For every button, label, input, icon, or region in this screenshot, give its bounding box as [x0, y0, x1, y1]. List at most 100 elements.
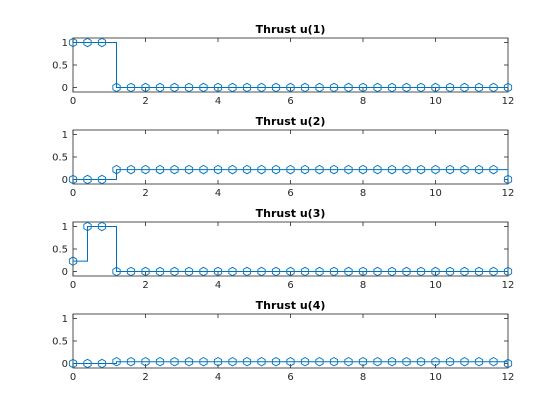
- data-point-marker: [184, 266, 194, 277]
- data-point-marker: [445, 266, 455, 277]
- data-point-marker: [126, 164, 136, 175]
- data-point-marker: [286, 82, 295, 93]
- data-point-marker: [242, 266, 252, 277]
- x-tick-label: 4: [215, 280, 221, 291]
- data-point-marker: [358, 164, 368, 175]
- x-tick-label: 0: [70, 372, 76, 383]
- data-point-marker: [257, 82, 266, 93]
- data-point-marker: [68, 37, 78, 48]
- x-tick-label: 6: [287, 96, 293, 107]
- data-point-marker: [315, 356, 324, 367]
- data-point-marker: [431, 82, 440, 93]
- data-point-marker: [184, 82, 194, 93]
- data-point-marker: [315, 82, 324, 93]
- data-point-marker: [416, 82, 426, 93]
- data-point-marker: [271, 356, 281, 367]
- data-point-marker: [503, 82, 513, 93]
- data-point-marker: [155, 356, 165, 367]
- data-point-marker: [344, 356, 353, 367]
- data-point-marker: [387, 266, 397, 277]
- subplot-title: Thrust u(3): [256, 207, 326, 220]
- data-point-marker: [460, 82, 469, 93]
- data-point-marker: [199, 82, 208, 93]
- data-point-marker: [300, 266, 310, 277]
- y-tick-label: 1: [62, 38, 68, 49]
- data-point-marker: [474, 164, 484, 175]
- data-point-marker: [242, 82, 252, 93]
- data-point-marker: [286, 356, 295, 367]
- data-point-marker: [184, 356, 194, 367]
- x-tick-label: 4: [215, 372, 221, 383]
- data-point-marker: [155, 164, 165, 175]
- data-point-marker: [68, 256, 78, 266]
- data-point-marker: [387, 356, 397, 367]
- data-point-marker: [431, 356, 440, 367]
- data-point-marker: [242, 356, 252, 367]
- y-tick-label: 1: [62, 222, 68, 233]
- x-tick-label: 6: [287, 372, 293, 383]
- series-line: [73, 42, 508, 88]
- data-point-marker: [402, 82, 411, 93]
- data-point-marker: [387, 164, 397, 175]
- x-tick-label: 4: [215, 188, 221, 199]
- data-point-marker: [126, 266, 136, 277]
- data-point-marker: [329, 164, 339, 175]
- data-point-marker: [329, 266, 339, 277]
- x-tick-label: 2: [142, 280, 148, 291]
- y-tick-label: 0.5: [52, 61, 68, 72]
- data-point-marker: [271, 164, 281, 175]
- data-point-marker: [68, 358, 78, 369]
- data-point-marker: [228, 82, 237, 93]
- series-line: [73, 169, 509, 180]
- data-point-marker: [474, 266, 484, 277]
- data-point-marker: [286, 266, 295, 277]
- axes-box: [72, 221, 509, 277]
- data-point-marker: [68, 174, 78, 185]
- data-point-marker: [431, 266, 440, 277]
- data-point-marker: [503, 358, 513, 369]
- data-point-marker: [141, 356, 150, 367]
- data-point-marker: [416, 266, 426, 277]
- data-point-marker: [170, 356, 179, 367]
- data-point-marker: [445, 356, 455, 367]
- data-point-marker: [112, 266, 121, 277]
- data-point-marker: [242, 164, 252, 175]
- data-point-marker: [402, 266, 411, 277]
- data-point-marker: [97, 221, 107, 232]
- y-tick-label: 0: [62, 267, 68, 278]
- subplot-title: Thrust u(4): [256, 299, 326, 312]
- axes-box: [72, 313, 509, 369]
- data-point-marker: [271, 82, 281, 93]
- x-tick-label: 12: [502, 96, 515, 107]
- data-point-marker: [97, 174, 107, 185]
- data-point-marker: [373, 356, 382, 367]
- x-tick-label: 12: [502, 188, 515, 199]
- data-point-marker: [358, 356, 368, 367]
- x-tick-label: 8: [360, 188, 366, 199]
- x-tick-label: 8: [360, 280, 366, 291]
- data-point-marker: [83, 174, 92, 185]
- data-point-marker: [83, 221, 92, 232]
- data-point-marker: [126, 82, 136, 93]
- data-point-marker: [286, 164, 295, 175]
- y-tick-label: 0: [62, 175, 68, 186]
- data-point-marker: [112, 164, 121, 175]
- x-tick-label: 10: [429, 280, 442, 291]
- data-point-marker: [97, 37, 107, 48]
- data-point-marker: [199, 266, 208, 277]
- data-point-marker: [387, 82, 397, 93]
- data-point-marker: [474, 82, 484, 93]
- series-line: [73, 226, 508, 272]
- data-point-marker: [373, 266, 382, 277]
- data-point-marker: [344, 164, 353, 175]
- y-tick-label: 0.5: [52, 337, 68, 348]
- data-point-marker: [344, 266, 353, 277]
- data-point-marker: [416, 356, 426, 367]
- y-tick-label: 0: [62, 83, 68, 94]
- x-tick-label: 8: [360, 96, 366, 107]
- data-point-marker: [112, 82, 121, 93]
